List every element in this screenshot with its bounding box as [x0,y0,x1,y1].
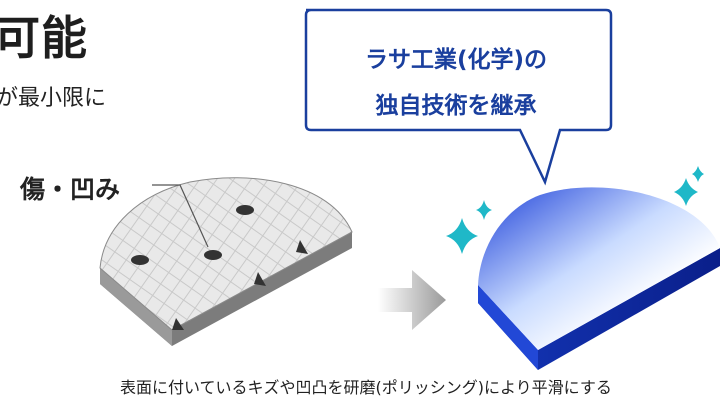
damage-label: 傷・凹み [20,175,121,204]
arrow-right-icon [378,270,446,330]
callout-line-1: ラサ工業(化学)の [364,47,548,73]
sparkle-icon [446,166,704,254]
polished-wafer [478,187,720,370]
subtext-fragment: が最小限に [0,86,107,111]
damaged-wafer [99,177,353,346]
callout-line-2: 独自技術を継承 [375,93,537,119]
callout-bubble [304,8,613,186]
heading-fragment: 可能 [0,11,88,65]
caption: 表面に付いているキズや凹凸を研磨(ポリッシング)により平滑にする [120,378,612,397]
